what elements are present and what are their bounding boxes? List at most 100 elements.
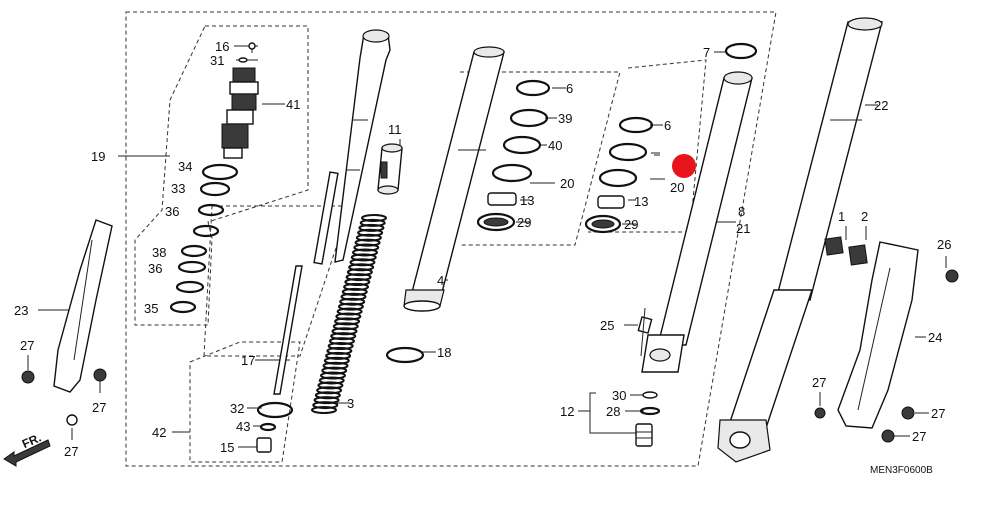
left-fork-guard (53, 219, 113, 393)
bolt-27-right-a (814, 407, 826, 419)
spring-coil (312, 401, 339, 410)
spring-coil (331, 327, 358, 336)
spring-coil (327, 342, 354, 350)
spring-coil (335, 312, 362, 321)
spring-coil (332, 322, 359, 331)
spring-coil (344, 278, 371, 286)
drain-bolt-set (635, 391, 661, 447)
cartridge-group-outline (134, 25, 309, 326)
spring-coil (348, 263, 375, 272)
diagram-code: MEN3F0600B (870, 465, 933, 476)
seal-set-outline-right (588, 59, 707, 233)
seal-set-right (584, 116, 660, 234)
spring-coil (319, 371, 346, 380)
spring-coil (330, 332, 357, 341)
spring-coil (318, 376, 345, 385)
guide-ring (385, 346, 425, 364)
callout-39: 39 (558, 111, 572, 126)
callout-27-right-a: 27 (812, 375, 826, 390)
spring-coil (325, 351, 352, 360)
spring-coil (328, 337, 355, 346)
callout-13-right: 13 (634, 194, 648, 209)
callout-42: 42 (152, 425, 166, 440)
callout-19: 19 (91, 149, 105, 164)
spring-coil (339, 297, 366, 306)
callout-20-right: 20 (670, 180, 684, 195)
callout-4: 4 (437, 273, 444, 288)
spring-coil (337, 302, 364, 311)
bolt-27-left-c (66, 414, 78, 426)
callout-20-left: 20 (560, 176, 574, 191)
callout-25: 25 (600, 318, 614, 333)
callout-15: 15 (220, 440, 234, 455)
bracket-1 (824, 236, 844, 256)
callout-41: 41 (286, 97, 300, 112)
spring-coil (326, 346, 353, 355)
callout-6-right: 6 (664, 118, 671, 133)
spring-coil (358, 223, 385, 232)
bolt-27-right-c (881, 429, 895, 443)
left-fork-guard-rib (73, 239, 93, 361)
callout-31: 31 (210, 53, 224, 68)
seal-set-outline-left (460, 71, 621, 246)
right-fork-guard-rib (857, 267, 891, 411)
spring-coil (352, 248, 379, 257)
axle-clamp-bolt (637, 307, 653, 357)
callout-28: 28 (606, 404, 620, 419)
callout-18: 18 (437, 345, 451, 360)
callout-27-left-a: 27 (20, 338, 34, 353)
callout-34: 34 (178, 159, 192, 174)
damper-rod (273, 29, 391, 395)
callout-30: 30 (612, 388, 626, 403)
callout-8: 8 (738, 204, 745, 219)
callout-numbers: 19 16 31 41 34 33 36 38 36 35 11 4 18 3 … (14, 39, 951, 476)
callout-23: 23 (14, 303, 28, 318)
spring-collar (377, 143, 403, 195)
rod-o-ring-32 (256, 401, 294, 419)
callout-3: 3 (347, 396, 354, 411)
fork-spring (311, 214, 387, 414)
bolt-27-left-a (21, 370, 35, 384)
spring-coil (361, 214, 387, 222)
bolt-27-right-b (901, 406, 915, 420)
callout-29-right: 29 (624, 217, 638, 232)
callout-43: 43 (236, 419, 250, 434)
spring-coil (357, 228, 384, 237)
callout-22: 22 (874, 98, 888, 113)
callout-29-left: 29 (517, 215, 531, 230)
spring-coil (341, 287, 368, 296)
spring-coil (314, 391, 341, 400)
spring-coil (349, 258, 376, 267)
callout-11: 11 (388, 122, 402, 137)
callout-12: 12 (560, 404, 574, 419)
spring-coil (359, 218, 386, 227)
callout-13-left: 13 (520, 193, 534, 208)
callout-6-left: 6 (566, 81, 573, 96)
callout-27-right-b: 27 (931, 406, 945, 421)
callout-26: 26 (937, 237, 951, 252)
spring-coil (353, 243, 380, 252)
spring-coil (354, 238, 381, 247)
spring-coil (345, 273, 372, 282)
callout-7: 7 (703, 45, 710, 60)
callout-16: 16 (215, 39, 229, 54)
top-dust-ring (724, 42, 758, 60)
callout-36-lower: 36 (148, 261, 162, 276)
spring-coil (355, 233, 382, 242)
rod-nut-15 (256, 437, 272, 453)
callout-27-left-b: 27 (92, 400, 106, 415)
spring-coil (343, 282, 370, 291)
bolt-27-left-b (93, 368, 107, 382)
callout-27-left-c: 27 (64, 444, 78, 459)
callout-2: 2 (861, 209, 868, 224)
callout-35: 35 (144, 301, 158, 316)
spring-coil (313, 396, 340, 405)
spring-coil (321, 366, 348, 375)
highlight-marker[interactable] (672, 154, 696, 178)
rod-o-ring-43 (259, 422, 277, 432)
callout-40: 40 (548, 138, 562, 153)
spring-coil (316, 386, 343, 395)
damper-cartridge-parts (169, 42, 259, 314)
lower-cartridge-outline (203, 205, 351, 357)
